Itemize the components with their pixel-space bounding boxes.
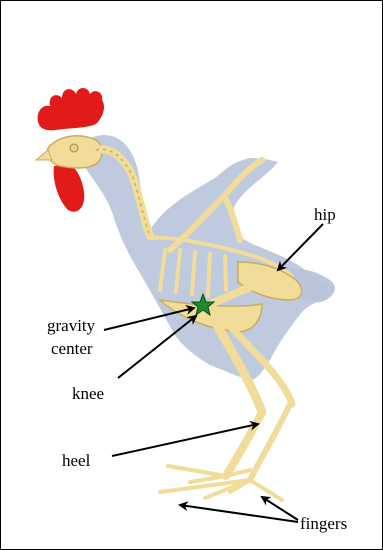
hip-arrow <box>278 224 323 270</box>
label-heel: heel <box>62 452 90 469</box>
knee-arrow <box>118 316 196 378</box>
toes <box>160 466 282 500</box>
comb <box>38 88 104 130</box>
eye-socket <box>70 144 78 152</box>
label-fingers: fingers <box>300 515 347 532</box>
label-center: center <box>51 340 93 357</box>
label-gravity: gravity <box>47 317 95 334</box>
body-silhouette <box>74 135 334 380</box>
label-knee: knee <box>72 385 104 402</box>
label-hip: hip <box>314 206 336 223</box>
wattle <box>54 164 85 212</box>
